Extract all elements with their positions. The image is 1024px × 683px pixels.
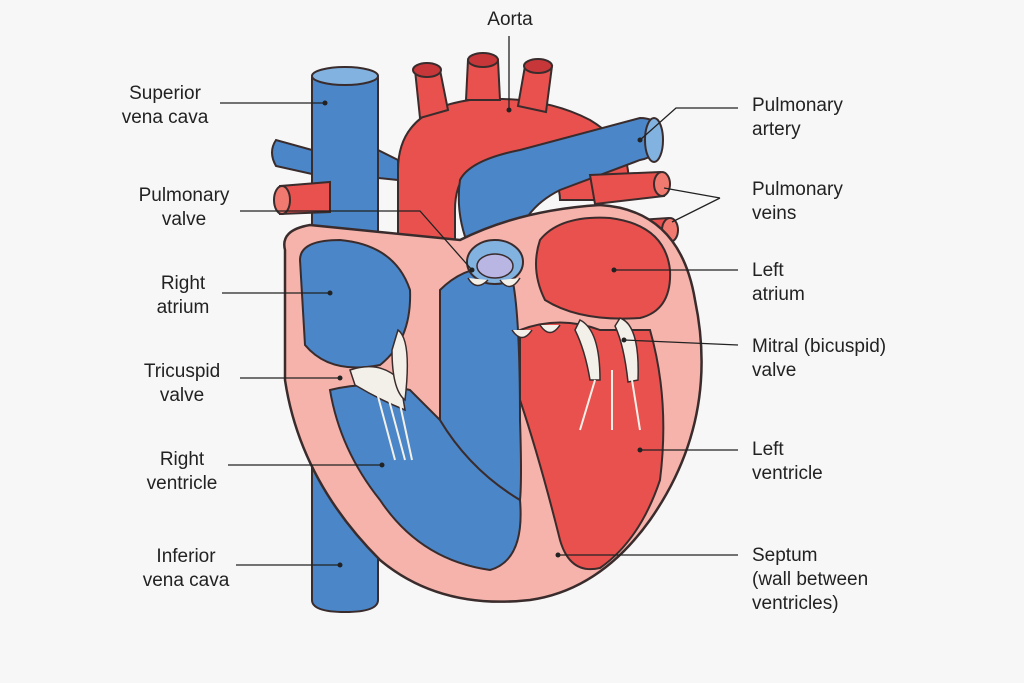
label-mitral-valve-line-2: valve [752,360,797,381]
right-atrium-chamber [298,238,412,369]
label-tricuspid-valve-line-2: valve [159,385,205,406]
label-left-ventricle-line-1: Left [752,439,784,460]
tricuspid-valve-leaflets [349,365,406,412]
label-aorta: Aorta [472,8,548,32]
label-right-atrium-line-1: Right [160,273,206,294]
label-left-atrium-line-2: atrium [752,284,805,305]
label-inferior-vena-cava-line-1: Inferior [156,546,216,567]
left-ventricle-chamber [519,321,665,571]
label-aorta-line-1: Aorta [487,9,533,30]
label-superior-vena-cava-line-1: Superior [129,83,201,104]
label-superior-vena-cava-line-2: vena cava [121,107,209,128]
label-tricuspid-valve-line-1: Tricuspid [143,361,221,382]
label-pulmonary-veins-line-2: veins [752,203,797,224]
label-septum: Septum (wall between ventricles) [752,544,868,616]
label-left-ventricle: Left ventricle [752,438,823,486]
left-atrium-chamber [535,216,672,320]
label-pulmonary-veins-line-1: Pulmonary [752,179,843,200]
label-right-ventricle: Right ventricle [130,448,234,496]
label-pulmonary-artery-line-1: Pulmonary [752,95,843,116]
label-tricuspid-valve: Tricuspid valve [122,360,242,408]
label-pulmonary-valve-line-2: valve [161,209,207,230]
label-pulmonary-valve-line-1: Pulmonary [138,185,230,206]
label-mitral-valve: Mitral (bicuspid) valve [752,335,886,383]
label-inferior-vena-cava: Inferior vena cava [134,545,238,593]
label-pulmonary-artery: Pulmonary artery [752,94,843,142]
label-pulmonary-artery-line-2: artery [752,119,801,140]
label-left-ventricle-line-2: ventricle [752,463,823,484]
label-septum-line-3: ventricles) [752,593,839,614]
label-inferior-vena-cava-line-2: vena cava [142,570,230,591]
label-septum-line-2: (wall between [752,569,869,590]
label-right-atrium-line-2: atrium [156,297,210,318]
right-ventricle-chamber [328,384,522,572]
label-pulmonary-valve: Pulmonary valve [122,184,246,232]
label-septum-line-1: Septum [752,545,818,566]
leader-lines [220,36,739,568]
label-left-atrium-line-1: Left [752,260,784,281]
label-pulmonary-veins: Pulmonary veins [752,178,843,226]
label-right-ventricle-line-2: ventricle [146,473,218,494]
label-right-ventricle-line-1: Right [159,449,205,470]
label-superior-vena-cava: Superior vena cava [100,82,230,130]
label-mitral-valve-line-1: Mitral (bicuspid) [752,336,887,357]
label-left-atrium: Left atrium [752,259,805,307]
label-right-atrium: Right atrium [138,272,228,320]
